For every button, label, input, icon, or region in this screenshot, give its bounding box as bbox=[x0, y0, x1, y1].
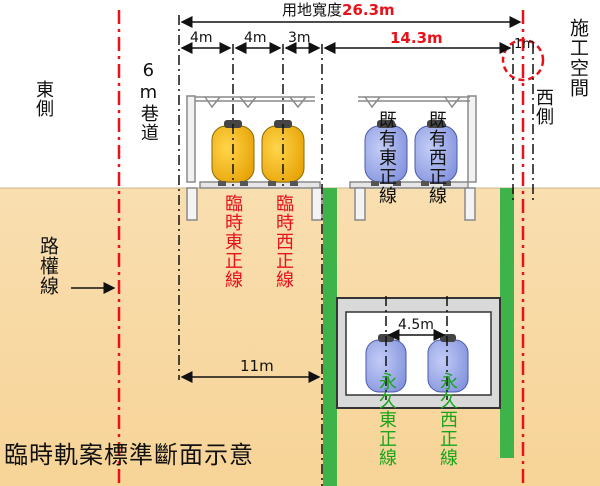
centerlines-black bbox=[178, 15, 534, 486]
existing-west-track-label: 既有西正線 bbox=[426, 110, 447, 205]
land-width-value: 26.3m bbox=[342, 1, 395, 19]
temporary-track-structure bbox=[186, 95, 323, 221]
temp-east-track-label: 臨時東正線 bbox=[222, 194, 243, 289]
retaining-wall-right bbox=[500, 188, 514, 458]
land-width-label: 用地寬度26.3m bbox=[282, 3, 395, 18]
dim-4-5m: 4.5m bbox=[398, 317, 434, 333]
retaining-wall-left bbox=[323, 188, 337, 486]
right-of-way-label: 路權線 bbox=[37, 236, 59, 296]
existing-track-structure bbox=[349, 95, 477, 221]
dim-11m: 11m bbox=[240, 357, 274, 375]
construction-space-label: 施工空間 bbox=[567, 18, 589, 98]
construction-space-circle bbox=[501, 38, 545, 82]
temp-west-track-label: 臨時西正線 bbox=[273, 194, 294, 289]
train-permanent-west bbox=[427, 334, 469, 393]
permanent-west-track-label: 永久西正線 bbox=[437, 372, 458, 467]
train-existing-west bbox=[414, 120, 458, 186]
dim-4m-a: 4m bbox=[190, 30, 213, 46]
dim-3m: 3m bbox=[288, 30, 311, 46]
train-existing-east bbox=[364, 120, 408, 186]
dimension-lines bbox=[71, 16, 522, 383]
diagram-caption: 臨時軌案標準斷面示意 bbox=[4, 441, 254, 469]
boundary-lines-red bbox=[117, 10, 525, 486]
east-side-label: 東側 bbox=[33, 80, 54, 118]
existing-east-track-label: 既有東正線 bbox=[376, 110, 397, 205]
lane-6m-label: 6m巷道 bbox=[137, 60, 159, 142]
west-side-label: 西側 bbox=[533, 88, 554, 126]
dim-1m: 1m bbox=[514, 37, 535, 52]
dim-14-3m: 14.3m bbox=[390, 29, 443, 47]
permanent-east-track-label: 永久東正線 bbox=[376, 372, 397, 467]
land-width-text: 用地寬度 bbox=[282, 1, 343, 19]
dim-4m-b: 4m bbox=[244, 30, 267, 46]
